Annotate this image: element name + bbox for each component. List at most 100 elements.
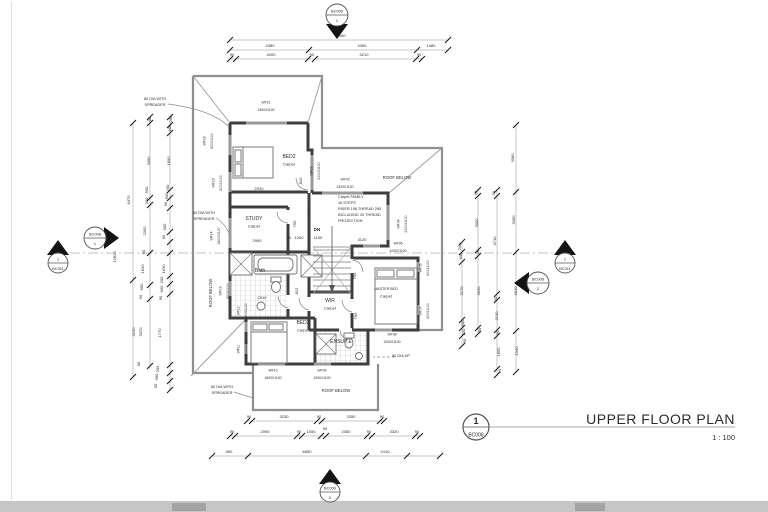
room-finish: Carpet (380, 294, 393, 299)
window-tag-code: WF10 (268, 369, 277, 373)
dim-tick (368, 432, 376, 440)
bottom-bar-mark (575, 503, 605, 511)
window-tag-code: WF09 (317, 369, 326, 373)
dimension-text: 1650 (496, 347, 501, 357)
dimension-chains (129, 36, 520, 460)
note-text: 80 DIA WITH (211, 385, 233, 389)
dimension-text: 3630 (476, 286, 481, 296)
dim-tick (311, 55, 319, 63)
window-tag-size: 600X1100 (244, 303, 248, 318)
dimension-text: 230 (457, 243, 462, 250)
dimension-text: 2910 (255, 186, 265, 191)
window-tag-size: 1000X1100 (389, 249, 406, 253)
dimension-text: 4210 (360, 52, 370, 57)
marker-triangle (554, 240, 576, 255)
dim-tick (166, 361, 174, 369)
dimension-text: 1050 (307, 429, 317, 434)
dimension-text: 2350 (342, 429, 352, 434)
marker-triangle (104, 227, 119, 249)
window-tag-code: WF12 (237, 306, 241, 315)
dimension-text: 90 (247, 414, 252, 419)
dimension-text: 4380 (266, 43, 276, 48)
dimension-text: 90 (475, 249, 480, 254)
dimension-text: 90 (230, 52, 235, 57)
window-tag-code: WF06 (419, 263, 423, 272)
stair-note-line: RISER 198,THREAD 265 (338, 207, 381, 211)
dim-tick (129, 119, 137, 127)
dim-tick (436, 452, 444, 460)
dim-tick (493, 290, 501, 298)
dim-tick (416, 432, 424, 440)
room-name: ENSUITE (330, 339, 352, 345)
dimension-text: 90 (147, 116, 152, 121)
dimension-text: 90 (136, 361, 141, 366)
dim-tick (493, 296, 501, 304)
dimension-text: 200 (159, 276, 164, 283)
dim-tick (313, 417, 321, 425)
room-name: MASTER BED (374, 287, 398, 291)
dim-tick (166, 238, 174, 246)
dim-tick (166, 121, 174, 129)
window-tag-size: 2400X1100 (336, 185, 353, 189)
dim-tick (493, 365, 501, 373)
dimension-text: 90 (287, 235, 292, 240)
window-tag-size: 600X1100 (210, 133, 214, 148)
roof-below-label: ROOF BELOW (208, 279, 213, 307)
window-tag-size: 2100X1100 (317, 162, 321, 179)
window-tag-code: WF13 (219, 286, 223, 295)
dimension-text: 3080 (510, 153, 515, 163)
dimension-text: 90 (473, 190, 478, 195)
dimension-text: 3370 (138, 327, 143, 337)
dim-tick (166, 369, 174, 377)
dim-tick (146, 201, 154, 209)
marker-bottom-text: 1 (336, 18, 338, 23)
note-text: 80 DIA WITH (193, 211, 215, 215)
dim-tick (474, 252, 482, 260)
window-tag-code: WF03 (340, 178, 349, 182)
dimension-text: 2170 (459, 286, 464, 296)
dimension-text: 1630 (140, 264, 145, 274)
dim-tick (322, 432, 330, 440)
marker-triangle (514, 272, 529, 294)
dim-tick (305, 46, 313, 54)
stair-note-line: Carpet FAMILY (338, 195, 364, 199)
dimension-text: 6850 (303, 449, 313, 454)
room-name: BED3 (296, 320, 309, 326)
dim-tick (474, 192, 482, 200)
dim-tick (413, 46, 421, 54)
marker-bottom-text: 1 (94, 241, 96, 246)
dimension-text: 760 (292, 220, 297, 227)
room-finish: Carpet (324, 306, 337, 311)
dim-tick (512, 121, 520, 129)
dimension-text: 90 (163, 201, 168, 206)
dimension-text: 3490 (146, 156, 151, 166)
dim-tick (458, 324, 466, 332)
dim-tick (166, 280, 174, 288)
dim-tick (146, 249, 154, 257)
dimension-text: 90 (230, 429, 235, 434)
dimension-text: 600 (154, 373, 159, 380)
marker-top-text: 1 (473, 416, 478, 426)
window-tag-size: 600X1100 (244, 341, 248, 356)
dim-tick (318, 417, 326, 425)
dimension-text: 90 (158, 295, 163, 300)
dimension-text: 2910 (258, 295, 268, 300)
dim-tick (362, 452, 370, 460)
window-tag-code: WF08 (387, 333, 396, 337)
note-text: SPREADER (145, 103, 166, 107)
window-tag-size: 600X1100 (426, 303, 430, 318)
dim-tick (231, 432, 239, 440)
dimension-text: 900 (226, 449, 233, 454)
dimension-text: 90 (495, 330, 500, 335)
dim-tick (418, 55, 426, 63)
marker-top-text: 1 (564, 257, 566, 262)
dimension-text: 90 (477, 327, 482, 332)
dim-tick (412, 55, 420, 63)
dimension-text: 200 (168, 115, 173, 122)
dim-tick (146, 119, 154, 127)
dimension-text: 300 (144, 197, 149, 204)
dimension-text: 90 (417, 52, 422, 57)
dim-tick (444, 36, 452, 44)
